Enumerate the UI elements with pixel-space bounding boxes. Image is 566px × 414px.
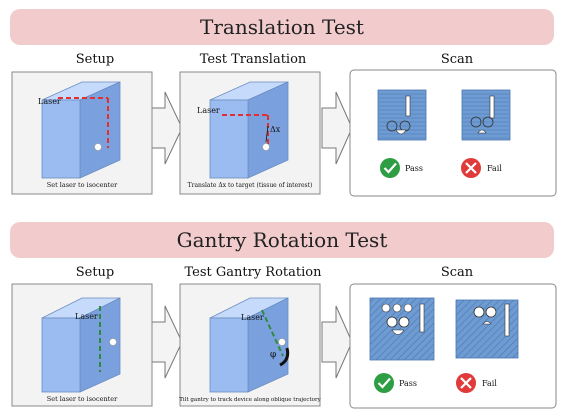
pass-scan-image <box>369 297 435 361</box>
test-caption: Tilt gantry to track device along obliqu… <box>179 397 321 403</box>
pass-scan-image <box>377 89 427 141</box>
phantom-cube <box>41 297 121 393</box>
target-marker <box>278 338 286 346</box>
delta-arrow <box>265 125 269 143</box>
rotation-setup-heading: Setup <box>75 265 115 280</box>
pass-check-icon <box>380 158 400 178</box>
fail-scan-image <box>455 299 519 359</box>
laser-label: Laser <box>75 312 98 321</box>
flow-arrow <box>149 91 183 165</box>
laser-line-oblique <box>261 309 284 357</box>
fail-x-icon <box>461 158 481 178</box>
fail-label: Fail <box>487 164 502 173</box>
phi-label: φ <box>270 350 276 360</box>
flow-arrow <box>149 305 183 379</box>
isocenter-marker <box>109 338 117 346</box>
translation-test-banner: Translation Test <box>10 9 554 45</box>
delta-x-label: Δx <box>270 125 281 134</box>
fail-x-icon <box>456 373 476 393</box>
phantom-cube <box>209 81 289 179</box>
isocenter-marker <box>94 143 102 151</box>
fail-scan-image <box>461 89 511 141</box>
setup-caption: Set laser to isocenter <box>47 181 118 189</box>
phantom-cube <box>41 81 121 179</box>
pass-label: Pass <box>399 379 417 388</box>
fail-label: Fail <box>482 379 497 388</box>
laser-label: Laser <box>197 106 220 115</box>
pass-label: Pass <box>405 164 423 173</box>
pass-check-icon <box>374 373 394 393</box>
rotation-angle-arrow <box>279 347 290 367</box>
flow-arrow <box>321 305 353 379</box>
test-caption: Translate Δx to target (tissue of intere… <box>188 182 313 189</box>
translation-setup-heading: Setup <box>75 52 115 67</box>
rotation-scan-heading: Scan <box>440 265 474 280</box>
rotation-test-heading: Test Gantry Rotation <box>184 265 322 280</box>
laser-label: Laser <box>38 97 61 106</box>
gantry-rotation-test-banner: Gantry Rotation Test <box>10 222 554 258</box>
laser-label: Laser <box>241 313 264 322</box>
flow-arrow <box>321 91 353 165</box>
translation-test-heading: Test Translation <box>199 52 307 67</box>
target-marker <box>262 143 270 151</box>
setup-caption: Set laser to isocenter <box>47 395 118 403</box>
phantom-cube <box>209 297 289 393</box>
translation-scan-heading: Scan <box>440 52 474 67</box>
